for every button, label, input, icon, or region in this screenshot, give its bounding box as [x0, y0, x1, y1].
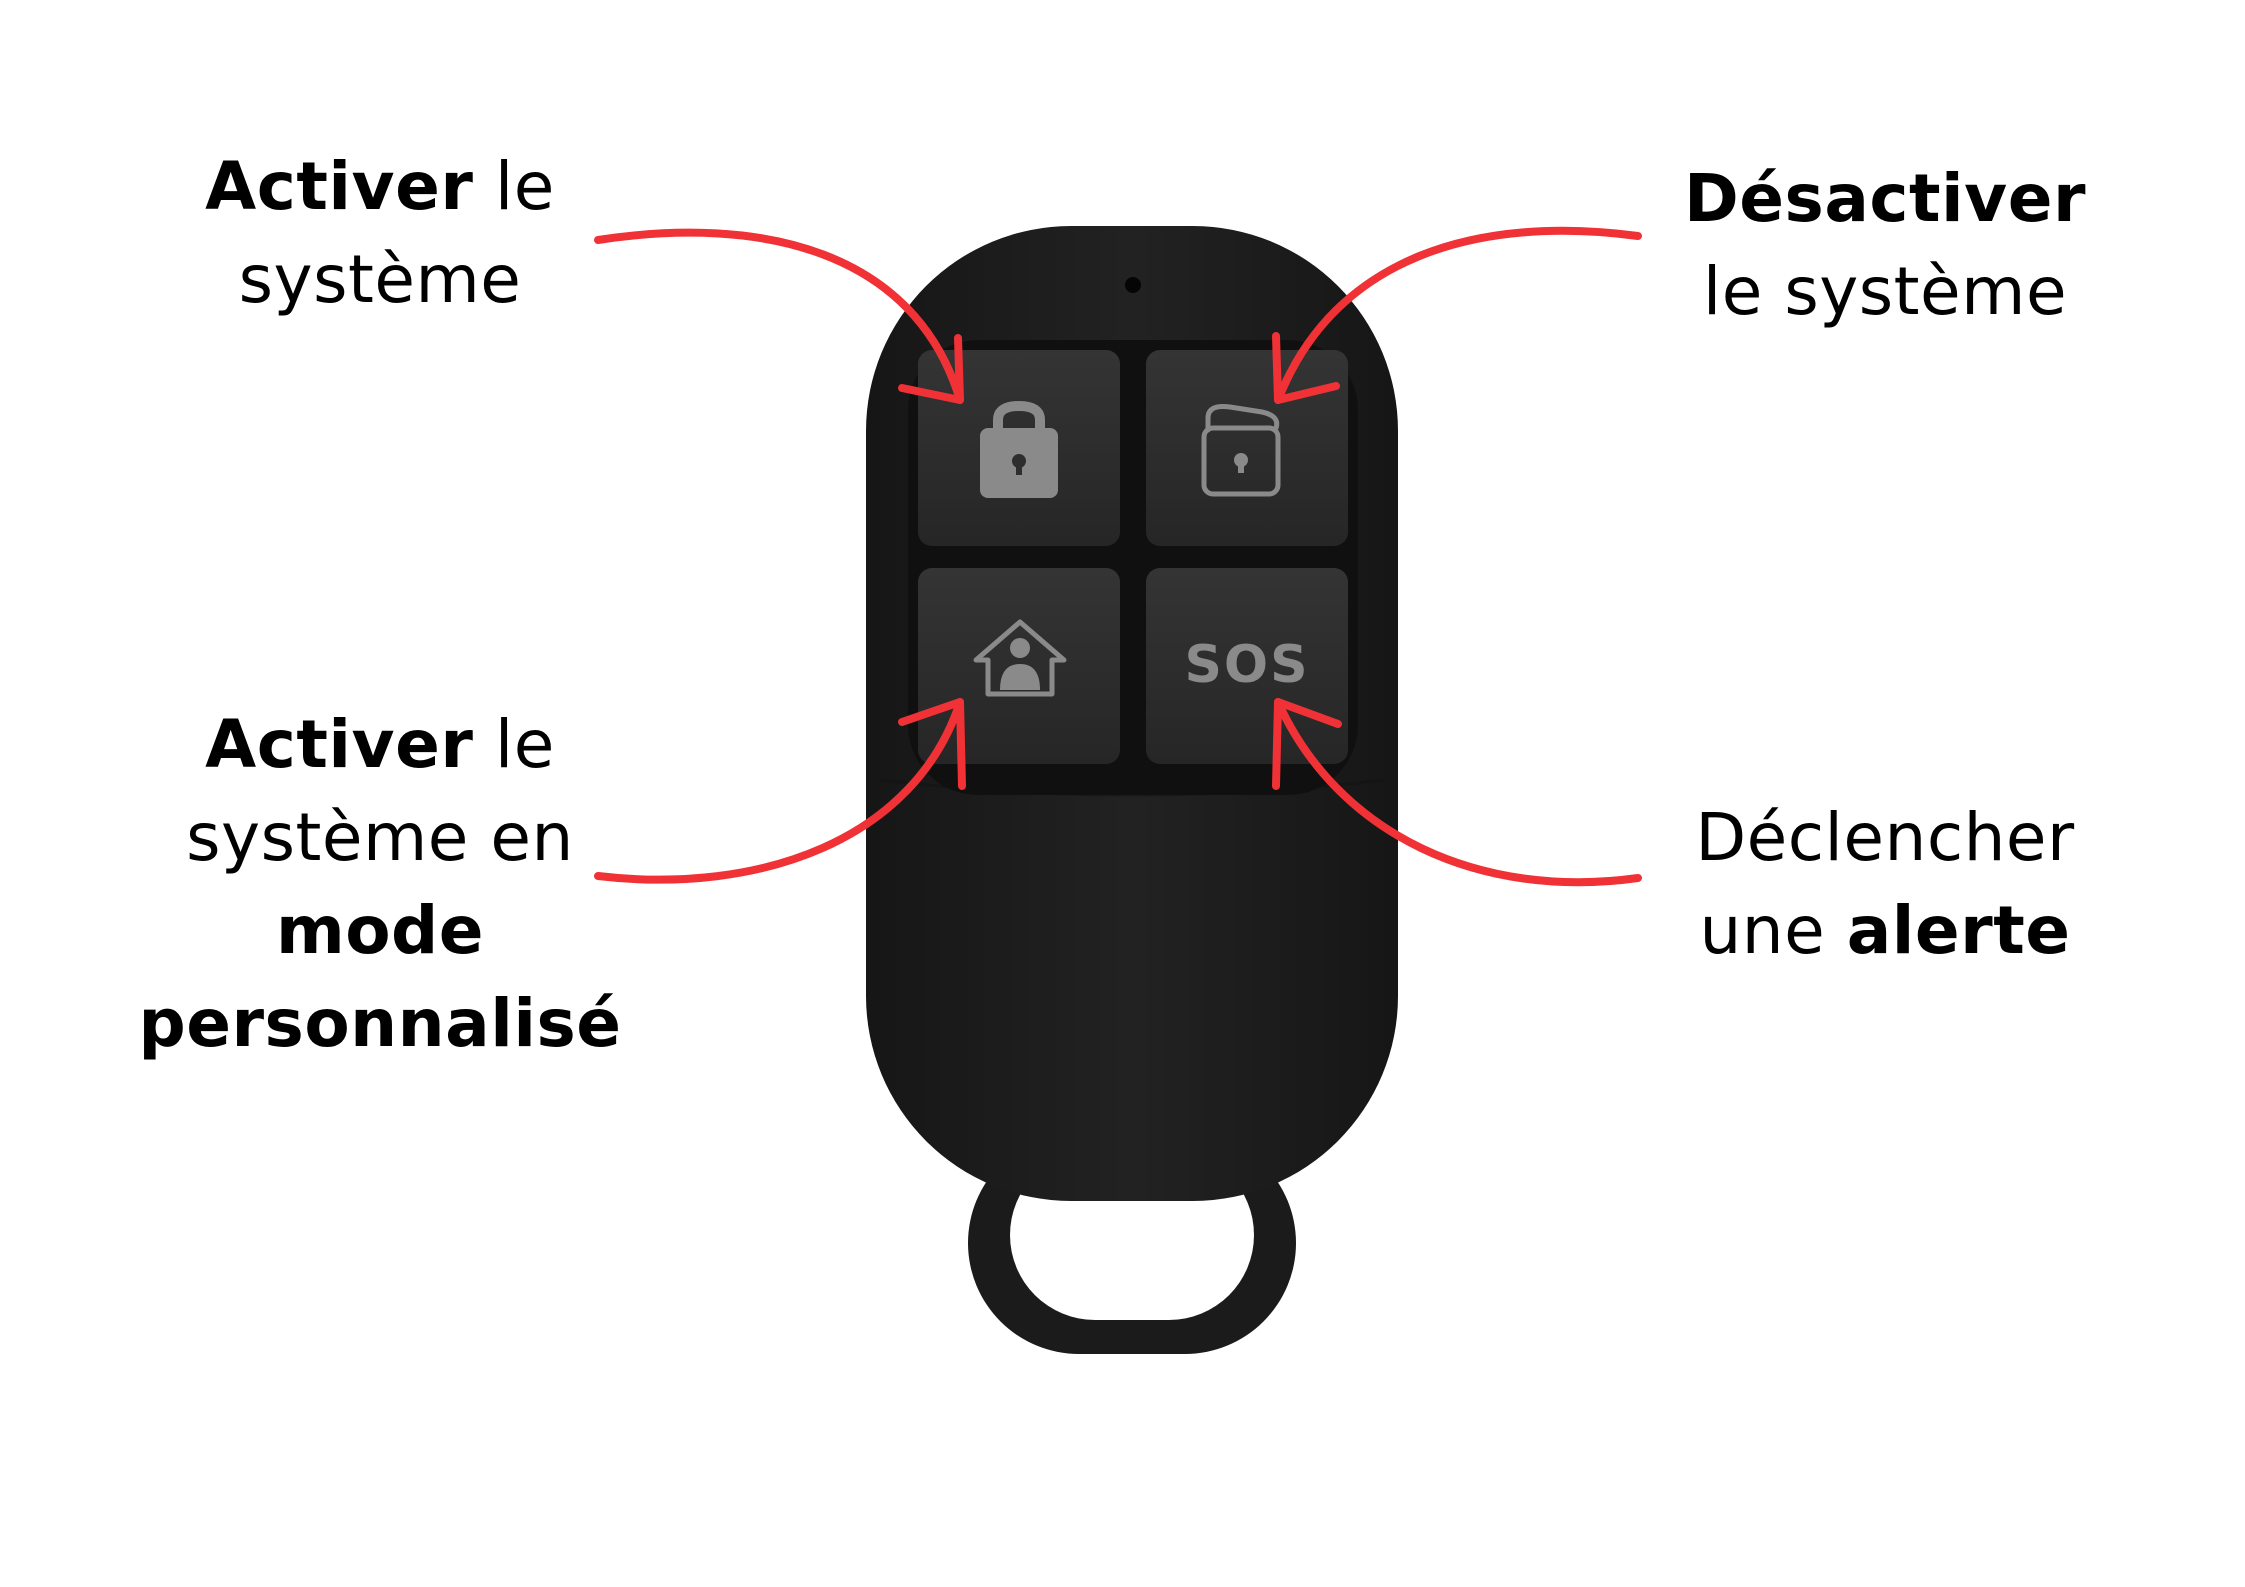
- arrow-sos: [1272, 698, 1642, 887]
- lock-open-icon: [1201, 404, 1281, 497]
- caption-disarm-bold: Désactiver: [1684, 160, 2086, 237]
- house-person-icon: [973, 619, 1067, 697]
- sos-button[interactable]: SOS: [1146, 568, 1348, 764]
- caption-sos-bold: alerte: [1846, 892, 2071, 969]
- caption-home-rest: le: [473, 706, 555, 783]
- led-indicator: [1125, 277, 1141, 293]
- caption-home-line4: personnalisé: [90, 977, 670, 1070]
- caption-disarm-line2: le système: [1702, 253, 2068, 330]
- arrow-home: [594, 698, 966, 884]
- caption-arm: Activer le système: [120, 140, 640, 326]
- caption-arm-line2: système: [238, 241, 522, 318]
- caption-home-line2: système en: [186, 799, 574, 876]
- caption-disarm: Désactiver le système: [1620, 152, 2150, 338]
- caption-disarm-line1: Désactiver: [1620, 152, 2150, 245]
- arrow-disarm: [1272, 226, 1642, 404]
- arrows: [594, 226, 1642, 887]
- caption-home-line1: Activer le: [90, 698, 670, 791]
- caption-arm-rest: le: [473, 148, 555, 225]
- sos-icon: SOS: [1184, 635, 1309, 695]
- home-button[interactable]: [918, 568, 1120, 764]
- caption-home-line3: mode: [90, 884, 670, 977]
- caption-arm-line1: Activer le: [120, 140, 640, 233]
- arm-button[interactable]: [918, 350, 1120, 546]
- caption-home-mode: mode: [275, 892, 485, 969]
- caption-home-bold: Activer: [205, 706, 474, 783]
- caption-sos-line2: une alerte: [1620, 884, 2150, 977]
- arrow-arm: [594, 228, 964, 404]
- disarm-button[interactable]: [1146, 350, 1348, 546]
- caption-sos-line1: Déclencher: [1695, 799, 2075, 876]
- caption-sos-plain: une: [1699, 892, 1847, 969]
- caption-home: Activer le système en mode personnalisé: [90, 698, 670, 1070]
- caption-home-custom: personnalisé: [138, 985, 622, 1062]
- lock-closed-icon: [980, 400, 1058, 498]
- caption-arm-bold: Activer: [205, 148, 474, 225]
- caption-sos: Déclencher une alerte: [1620, 791, 2150, 977]
